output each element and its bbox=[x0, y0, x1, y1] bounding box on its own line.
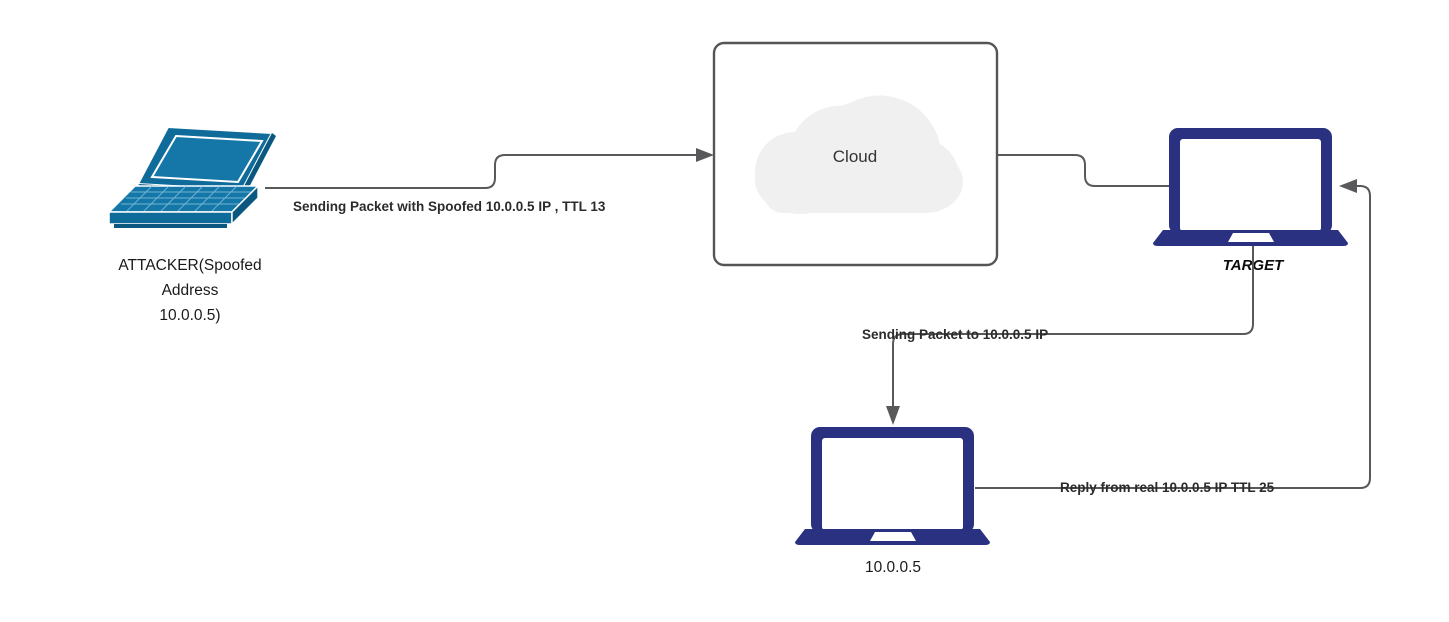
laptop-front-icon bbox=[795, 427, 990, 545]
node-cloud[interactable]: Cloud bbox=[712, 41, 999, 267]
arrow-head-icon bbox=[696, 148, 714, 162]
edge-label-victim-to-target: Reply from real 10.0.0.5 IP TTL 25 bbox=[1060, 480, 1275, 495]
attacker-label-line-2: Address bbox=[162, 282, 219, 299]
arrow-head-icon bbox=[886, 406, 900, 425]
edge-cloud-to-target[interactable] bbox=[997, 154, 1172, 187]
edge-label-attacker-to-cloud: Sending Packet with Spoofed 10.0.0.5 IP … bbox=[293, 199, 606, 214]
cloud-label: Cloud bbox=[833, 147, 877, 166]
edge-victim-to-target[interactable] bbox=[975, 179, 1371, 489]
attacker-label-line-3: 10.0.0.5) bbox=[159, 307, 220, 324]
edge-target-to-victim[interactable] bbox=[886, 246, 1254, 425]
node-victim[interactable]: 10.0.0.5 bbox=[795, 427, 990, 576]
laptop-front-icon bbox=[1153, 128, 1348, 246]
node-attacker[interactable]: ATTACKER(Spoofed Address 10.0.0.5) bbox=[107, 125, 276, 324]
victim-label: 10.0.0.5 bbox=[865, 559, 921, 576]
arrow-head-icon bbox=[1339, 179, 1357, 193]
attacker-label-line-1: ATTACKER(Spoofed bbox=[118, 257, 261, 274]
node-target[interactable]: TARGET bbox=[1153, 128, 1348, 274]
laptop-isometric-icon bbox=[107, 125, 276, 228]
edge-attacker-to-cloud[interactable] bbox=[265, 148, 714, 189]
edge-label-target-to-victim: Sending Packet to 10.0.0.5 IP bbox=[862, 327, 1048, 342]
cloud-icon bbox=[755, 95, 963, 214]
